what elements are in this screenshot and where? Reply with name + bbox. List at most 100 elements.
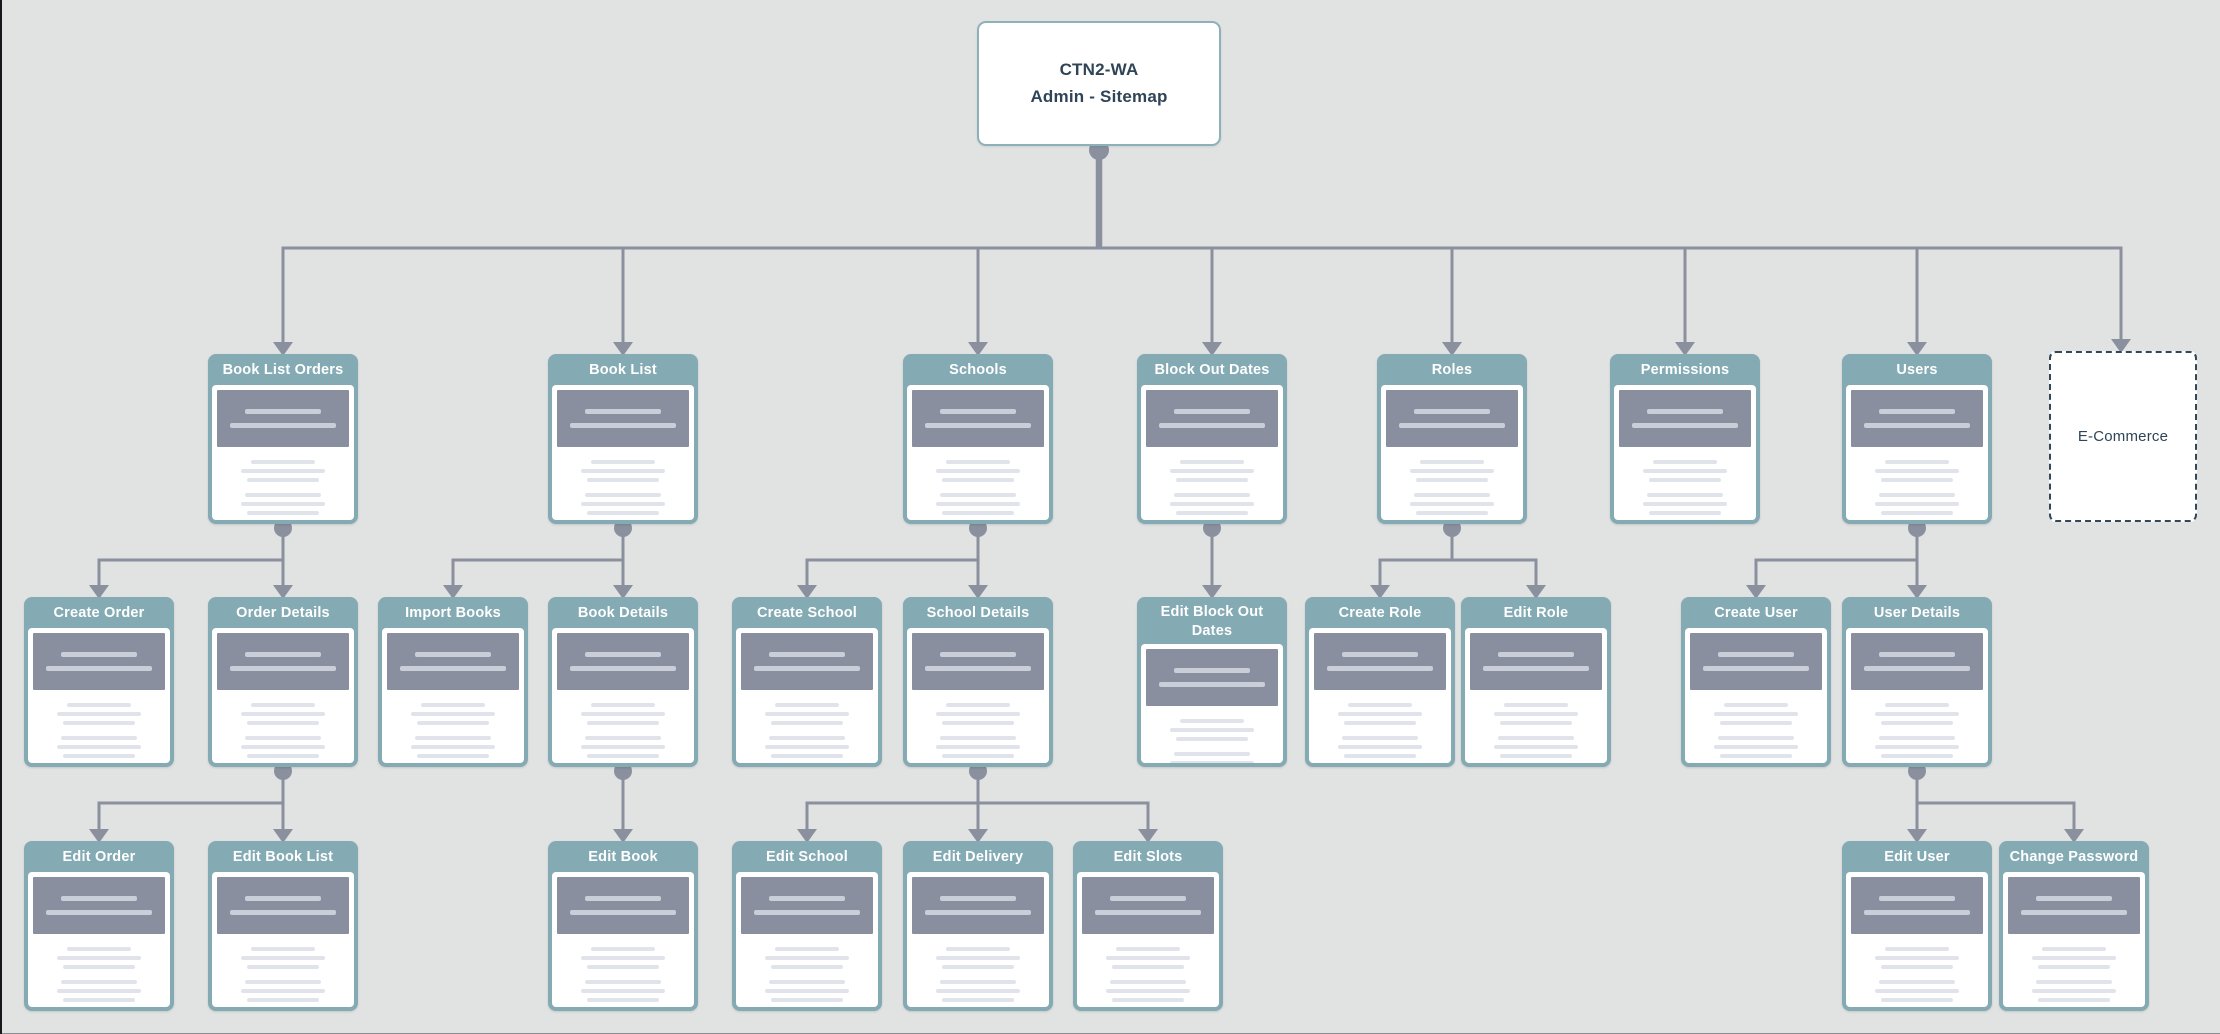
- node-edit-user[interactable]: Edit User: [1842, 841, 1992, 1011]
- placeholder-lines: [1690, 736, 1822, 758]
- node-book-list-orders[interactable]: Book List Orders: [208, 354, 358, 524]
- wireframe-preview: [212, 872, 354, 1007]
- thumbnail-placeholder: [1851, 877, 1983, 934]
- node-edit-book-list[interactable]: Edit Book List: [208, 841, 358, 1011]
- node-title: E-Commerce: [2077, 428, 2169, 445]
- node-edit-delivery[interactable]: Edit Delivery: [903, 841, 1053, 1011]
- placeholder-lines: [33, 703, 165, 725]
- node-title: Roles: [1377, 354, 1527, 385]
- node-create-role[interactable]: Create Role: [1305, 597, 1455, 767]
- placeholder-lines: [33, 736, 165, 758]
- node-title: Book List: [548, 354, 698, 385]
- node-import-books[interactable]: Import Books: [378, 597, 528, 767]
- node-order-details[interactable]: Order Details: [208, 597, 358, 767]
- node-users[interactable]: Users: [1842, 354, 1992, 524]
- thumbnail-placeholder: [1082, 877, 1214, 934]
- placeholder-lines: [2008, 980, 2140, 1002]
- node-title-label: Change Password: [2009, 849, 2139, 866]
- node-title-label: Create School: [756, 605, 858, 622]
- placeholder-lines: [217, 493, 349, 515]
- node-title-label: User Details: [1873, 605, 1961, 622]
- node-create-order[interactable]: Create Order: [24, 597, 174, 767]
- node-e-commerce[interactable]: E-Commerce: [2049, 351, 2197, 522]
- wireframe-preview: [1685, 628, 1827, 763]
- wireframe-preview: [212, 628, 354, 763]
- wireframe-preview: [1614, 385, 1756, 520]
- wireframe-preview: [2003, 872, 2145, 1007]
- wireframe-preview: [1309, 628, 1451, 763]
- node-root[interactable]: CTN2-WA Admin - Sitemap: [977, 21, 1221, 146]
- node-schools[interactable]: Schools: [903, 354, 1053, 524]
- node-title: Book List Orders: [208, 354, 358, 385]
- node-title-label: Order Details: [236, 605, 330, 622]
- node-change-password[interactable]: Change Password: [1999, 841, 2149, 1011]
- node-title: Users: [1842, 354, 1992, 385]
- node-edit-role[interactable]: Edit Role: [1461, 597, 1611, 767]
- placeholder-lines: [741, 703, 873, 725]
- node-permissions[interactable]: Permissions: [1610, 354, 1760, 524]
- placeholder-lines: [912, 493, 1044, 515]
- thumbnail-placeholder: [557, 633, 689, 690]
- thumbnail-placeholder: [1470, 633, 1602, 690]
- node-edit-order[interactable]: Edit Order: [24, 841, 174, 1011]
- wireframe-preview: [552, 872, 694, 1007]
- node-title-label: Create Order: [53, 605, 145, 622]
- placeholder-lines: [1619, 460, 1751, 482]
- node-title-label: Book List: [589, 362, 657, 379]
- placeholder-lines: [741, 947, 873, 969]
- node-title-label: Edit Book List: [232, 849, 334, 866]
- node-title-label: Edit Slots: [1113, 849, 1183, 866]
- placeholder-lines: [741, 736, 873, 758]
- node-title-label: Edit Role: [1503, 605, 1569, 622]
- placeholder-lines: [557, 460, 689, 482]
- node-book-details[interactable]: Book Details: [548, 597, 698, 767]
- wireframe-preview: [1141, 385, 1283, 520]
- placeholder-lines: [1386, 493, 1518, 515]
- node-edit-book[interactable]: Edit Book: [548, 841, 698, 1011]
- placeholder-lines: [217, 703, 349, 725]
- wireframe-preview: [212, 385, 354, 520]
- node-title: Order Details: [208, 597, 358, 628]
- placeholder-lines: [33, 947, 165, 969]
- node-user-details[interactable]: User Details: [1842, 597, 1992, 767]
- node-title: Edit Book List: [208, 841, 358, 872]
- placeholder-lines: [217, 980, 349, 1002]
- node-title: Create Order: [24, 597, 174, 628]
- thumbnail-placeholder: [1851, 390, 1983, 447]
- node-create-user[interactable]: Create User: [1681, 597, 1831, 767]
- placeholder-lines: [912, 460, 1044, 482]
- node-block-out-dates[interactable]: Block Out Dates: [1137, 354, 1287, 524]
- placeholder-lines: [557, 493, 689, 515]
- placeholder-lines: [1146, 752, 1278, 763]
- node-roles[interactable]: Roles: [1377, 354, 1527, 524]
- placeholder-lines: [1314, 703, 1446, 725]
- node-title-label: Roles: [1431, 362, 1473, 379]
- node-edit-school[interactable]: Edit School: [732, 841, 882, 1011]
- node-title: Edit Role: [1461, 597, 1611, 628]
- wireframe-preview: [1077, 872, 1219, 1007]
- node-edit-block-out-dates[interactable]: Edit Block Out Dates: [1137, 597, 1287, 767]
- thumbnail-placeholder: [557, 390, 689, 447]
- placeholder-lines: [1851, 947, 1983, 969]
- wireframe-preview: [736, 872, 878, 1007]
- node-book-list[interactable]: Book List: [548, 354, 698, 524]
- node-title: Block Out Dates: [1137, 354, 1287, 385]
- node-edit-slots[interactable]: Edit Slots: [1073, 841, 1223, 1011]
- placeholder-lines: [1470, 703, 1602, 725]
- node-title-label: Edit Delivery: [932, 849, 1024, 866]
- node-school-details[interactable]: School Details: [903, 597, 1053, 767]
- placeholder-lines: [1851, 493, 1983, 515]
- node-create-school[interactable]: Create School: [732, 597, 882, 767]
- placeholder-lines: [1619, 493, 1751, 515]
- wireframe-preview: [28, 872, 170, 1007]
- placeholder-lines: [1146, 719, 1278, 741]
- node-title: Import Books: [378, 597, 528, 628]
- thumbnail-placeholder: [217, 390, 349, 447]
- node-title-label: Edit User: [1884, 849, 1950, 866]
- node-title-label: Import Books: [405, 605, 501, 622]
- window-edge-left: [0, 0, 2, 1034]
- wireframe-preview: [907, 872, 1049, 1007]
- placeholder-lines: [387, 703, 519, 725]
- placeholder-lines: [33, 980, 165, 1002]
